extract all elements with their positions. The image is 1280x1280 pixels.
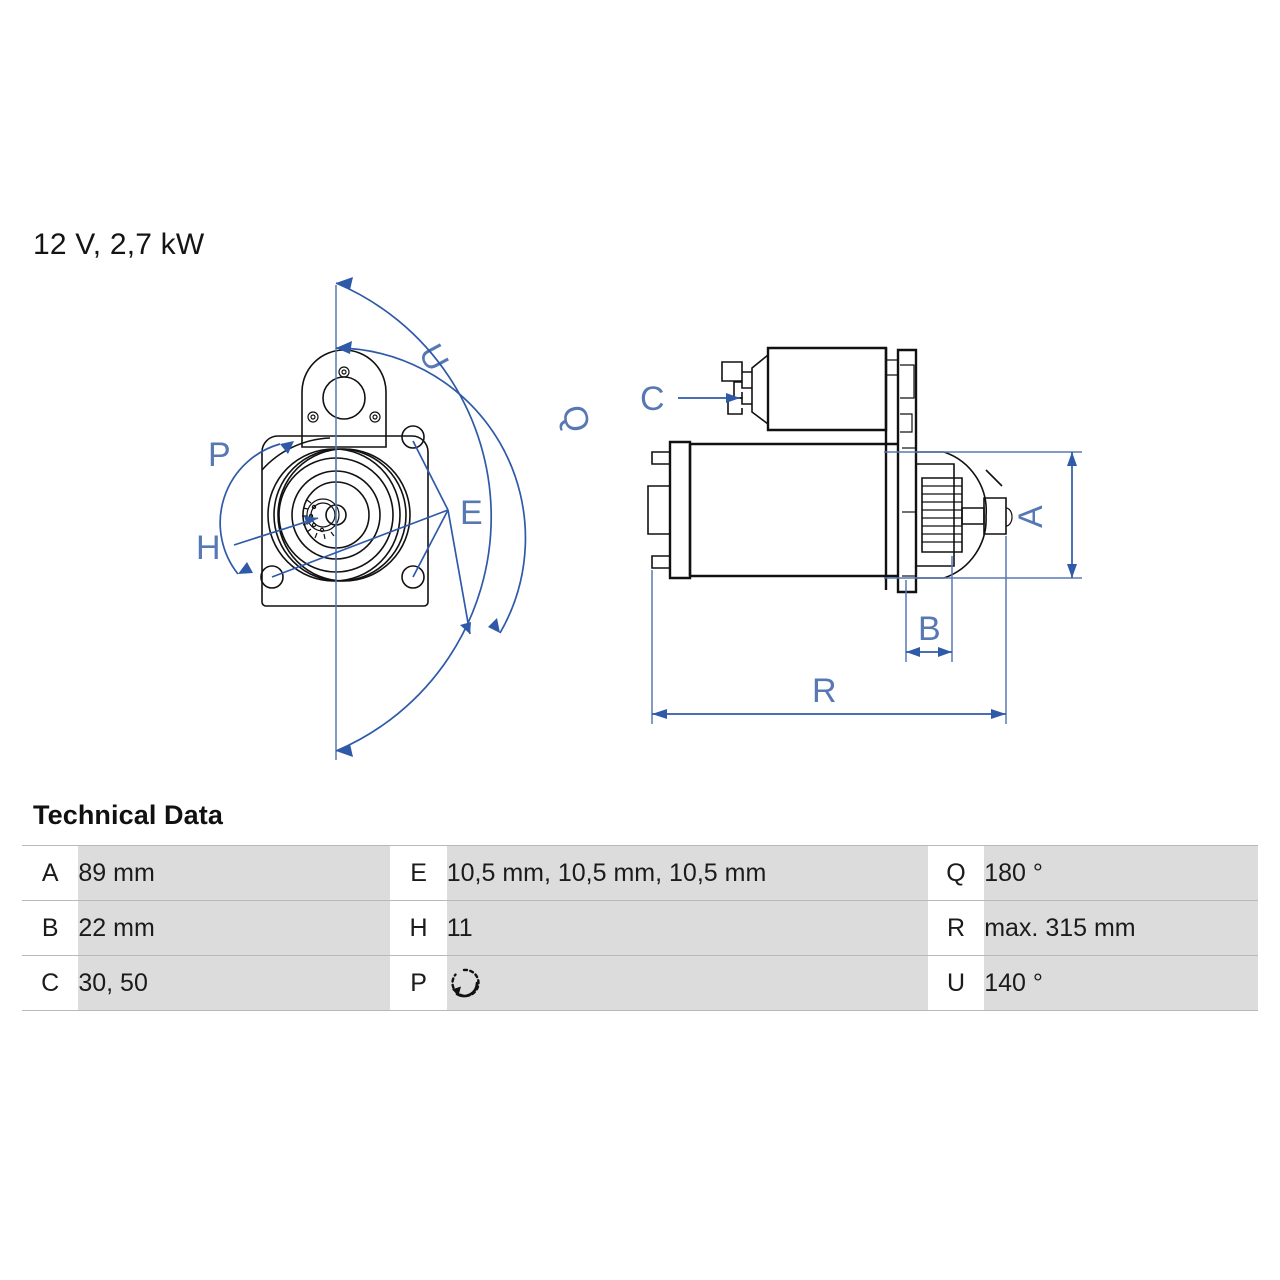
dimension-B: B [905, 556, 953, 662]
dimension-label-H: H [196, 529, 221, 567]
dimension-label-R: R [812, 672, 837, 710]
table-cell-value: max. 315 mm [984, 900, 1258, 956]
table-cell-value [446, 955, 928, 1011]
front-view-flange [260, 425, 429, 607]
table-cell-value: 11 [446, 900, 928, 956]
dimension-label-Q: Q [554, 402, 597, 436]
dimension-label-U: U [411, 338, 456, 378]
counterclockwise-rotation-icon [447, 966, 481, 1000]
table-cell-value: 140 ° [984, 955, 1258, 1011]
dimension-R: R [651, 536, 1007, 724]
dimension-E: E [271, 440, 483, 635]
table-cell-key: R [927, 900, 985, 956]
side-view-flange [884, 348, 918, 594]
table-cell-key: Q [927, 845, 985, 901]
dimension-label-A: A [1012, 505, 1050, 528]
table-row: A 89 mm E 10,5 mm, 10,5 mm, 10,5 mm Q 18… [22, 845, 1258, 901]
table-cell-value: 10,5 mm, 10,5 mm, 10,5 mm [446, 845, 928, 901]
technical-drawing: U Q P H E [196, 277, 1082, 760]
technical-data-table: A 89 mm E 10,5 mm, 10,5 mm, 10,5 mm Q 18… [22, 845, 1258, 1011]
dimension-H: H [196, 516, 319, 567]
table-cell-value: 89 mm [78, 845, 391, 901]
side-view-solenoid [721, 346, 899, 432]
dimension-C: C [640, 380, 740, 418]
dimension-U: U [335, 338, 527, 634]
table-cell-value: 22 mm [78, 900, 391, 956]
table-row: C 30, 50 P U 140 ° [22, 955, 1258, 1011]
front-view-pinion [302, 498, 340, 540]
table-cell-key: U [927, 955, 985, 1011]
table-cell-key: P [390, 955, 447, 1011]
dimension-label-B: B [918, 610, 941, 648]
table-cell-key: C [22, 955, 79, 1011]
dimension-label-C: C [640, 380, 665, 418]
dimension-label-E: E [460, 494, 483, 532]
front-view-mounting-lug [301, 349, 387, 448]
technical-data-heading: Technical Data [33, 800, 223, 830]
table-cell-key: A [22, 845, 79, 901]
dimension-P: P [208, 436, 294, 575]
dimension-A: A [884, 451, 1082, 579]
dimension-label-P: P [208, 436, 231, 474]
table-cell-key: H [390, 900, 447, 956]
side-view: C A B R [640, 346, 1082, 724]
table-cell-key: B [22, 900, 79, 956]
table-cell-value: 180 ° [984, 845, 1258, 901]
side-view-drive-end [916, 451, 1013, 579]
table-cell-value: 30, 50 [78, 955, 391, 1011]
table-row: B 22 mm H 11 R max. 315 mm [22, 900, 1258, 956]
page-title: 12 V, 2,7 kW [33, 228, 205, 261]
front-view: U Q P H E [196, 277, 597, 760]
table-cell-key: E [390, 845, 447, 901]
side-view-motor-body [647, 440, 898, 580]
